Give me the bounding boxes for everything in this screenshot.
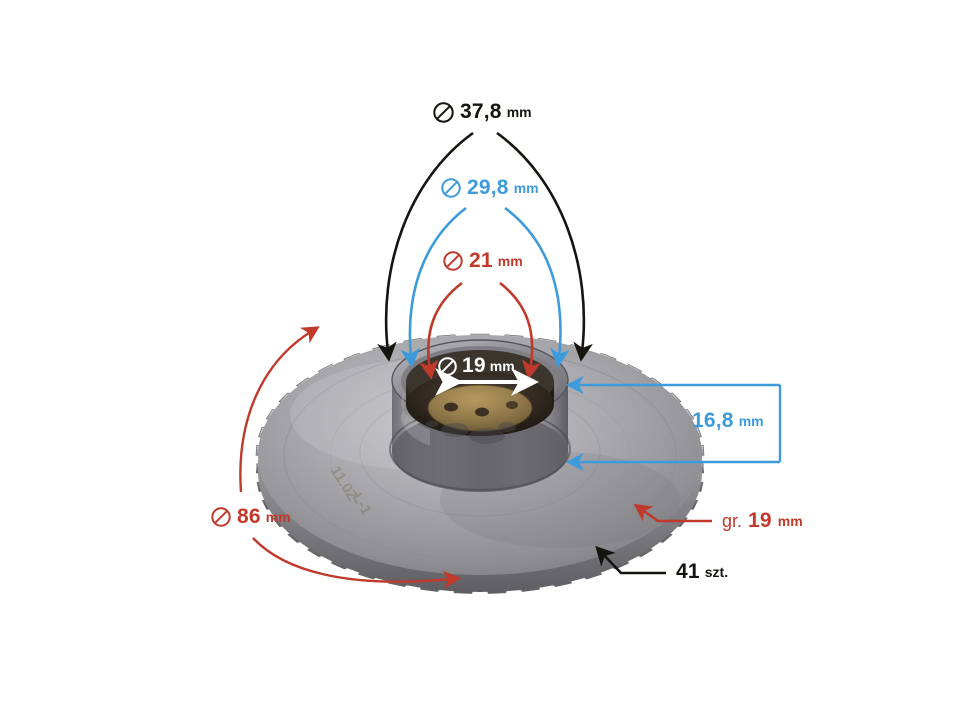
- leader-41-szt: [595, 545, 666, 575]
- label-unit: szt.: [704, 564, 729, 580]
- leader-29-8mm: [400, 206, 570, 368]
- label-value: 41: [676, 560, 700, 583]
- label-unit: mm: [489, 358, 515, 374]
- label-prefix: gr.: [722, 510, 743, 531]
- leader-21mm: [418, 281, 542, 380]
- label-21mm: 21 mm: [442, 249, 523, 273]
- label-unit: mm: [265, 509, 291, 525]
- label-value: 29,8: [467, 176, 509, 199]
- diameter-icon: [433, 101, 454, 123]
- leader-gr-19mm: [633, 503, 712, 523]
- label-37-8mm: 37,8 mm: [432, 100, 532, 124]
- label-value: 19: [748, 509, 772, 532]
- label-gr-19mm: gr. 19 mm: [722, 509, 803, 533]
- leader-86mm: [239, 326, 462, 589]
- label-29-8mm: 29,8 mm: [440, 176, 539, 200]
- label-unit: mm: [497, 253, 523, 269]
- leader-37-8mm: [377, 131, 593, 362]
- diameter-icon: [438, 356, 457, 376]
- label-unit: mm: [738, 413, 764, 429]
- label-value: 16,8: [692, 409, 734, 432]
- label-16-8mm: 16,8 mm: [692, 409, 764, 433]
- label-86mm: 86 mm: [210, 505, 291, 529]
- diameter-icon: [211, 507, 231, 527]
- label-value: 86: [237, 505, 261, 528]
- diameter-icon: [441, 178, 461, 198]
- label-unit: mm: [777, 513, 803, 529]
- label-41-szt: 41 szt.: [676, 560, 728, 584]
- label-value: 19: [462, 354, 486, 377]
- leader-16-8mm: [565, 375, 782, 472]
- label-value: 37,8: [460, 100, 502, 123]
- hub-wear-texture: [426, 421, 516, 444]
- label-19mm: 19 mm: [437, 354, 515, 378]
- diameter-icon: [443, 251, 463, 271]
- label-unit: mm: [506, 104, 532, 120]
- label-value: 21: [469, 249, 493, 272]
- label-unit: mm: [513, 180, 539, 196]
